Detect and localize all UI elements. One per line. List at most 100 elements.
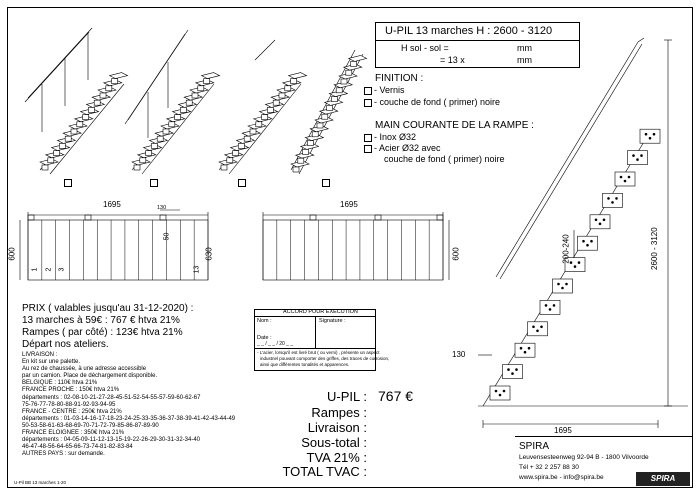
stair-step-riser: [290, 78, 297, 84]
drawing-sheet: [7, 7, 693, 488]
header-title: U-PIL 13 marches H : 2600 - 3120: [385, 25, 553, 37]
stair-perspective-3: [218, 39, 308, 175]
total-tva-label: TVA 21% :: [306, 450, 367, 465]
stair-step: [108, 72, 129, 79]
livraison-line: BELGIQUE : 110€ htva 21%: [22, 380, 98, 387]
company-phone: Tél + 32 2 257 88 30: [519, 464, 579, 471]
stair-step-riser: [105, 85, 113, 92]
side-step-bolt: [607, 197, 610, 200]
option-checkbox-2[interactable]: [150, 179, 158, 187]
stair-perspective-1: [24, 27, 129, 175]
stair-step-riser: [76, 121, 84, 128]
company-address: Leuvensesteenweg 92-94 B - 1800 Vilvoord…: [519, 454, 649, 461]
side-step-bolt: [502, 389, 506, 393]
livraison-line: FRANCE ELOIGNEE : 350€ htva 21%: [22, 430, 125, 437]
side-step: [489, 385, 511, 401]
side-step-bolt: [569, 261, 573, 264]
rampe-acier-label: - Acier Ø32 avec: [374, 143, 441, 153]
option-checkbox-1[interactable]: [64, 179, 72, 187]
side-step-bolt: [494, 389, 498, 393]
side-step-bolt: [498, 393, 502, 397]
livraison-line: 50-53-58-61-63-68-69-70-71-72-79-85-86-8…: [22, 422, 159, 429]
rampe-inox-checkbox[interactable]: [364, 134, 372, 142]
side-step-bolt: [552, 304, 556, 307]
side-width: 1695: [554, 426, 572, 435]
stair-step-riser: [316, 122, 324, 129]
option-checkbox-4[interactable]: [322, 179, 330, 187]
side-step-bolt: [598, 222, 602, 226]
accord-date-fill[interactable]: _ _ / _ _ / 20 _ _: [257, 341, 294, 347]
stair-step-riser: [156, 135, 164, 142]
stair-step-riser: [331, 96, 338, 102]
plan-left-600: 600: [7, 247, 17, 261]
stair-step-riser: [88, 107, 95, 113]
accord-col-divider: [315, 316, 316, 348]
stair-step-riser: [203, 78, 210, 84]
steps-eq: = 13 x: [440, 55, 465, 65]
livraison-line: En kit sur une palette.: [22, 359, 81, 366]
livraison-block: LIVRAISON : En kit sur une palette. Au r…: [22, 352, 235, 458]
stair-step-riser: [292, 166, 300, 173]
stair-step-riser: [307, 140, 314, 146]
stair-step-riser: [99, 92, 107, 99]
stair-step-riser: [311, 131, 319, 138]
stair-step: [347, 55, 368, 62]
rampe-acier-checkbox[interactable]: [364, 145, 372, 153]
header-divider: [375, 40, 580, 41]
stair-perspective-2: [124, 29, 221, 175]
stair-step-riser: [302, 149, 309, 155]
header-box: [375, 22, 580, 68]
livraison-line: LIVRAISON :: [22, 352, 58, 358]
side-step: [514, 342, 536, 358]
side-step-bolt: [640, 154, 643, 157]
side-step-bolt: [527, 346, 531, 350]
stair-perspective-4: [290, 49, 368, 175]
livraison-line: par un camion. Place de déchargement dis…: [22, 373, 158, 380]
side-step-bolt: [586, 243, 589, 247]
footer-ref: U-Pil BB 13 marches 1-20: [14, 480, 67, 485]
prix-line-4: Départ nos ateliers.: [22, 339, 109, 350]
side-step-bolt: [544, 304, 548, 307]
option-checkbox-3[interactable]: [238, 179, 246, 187]
accord-box: [254, 309, 376, 371]
accord-signature: Signature :: [319, 318, 346, 324]
side-step-bolt: [523, 350, 527, 354]
total-soustotal-label: Sous-total :: [301, 435, 367, 450]
stair-step-riser: [59, 143, 66, 149]
stair-step: [287, 72, 308, 79]
stair-step-riser: [345, 69, 353, 76]
stair-step-riser: [278, 92, 286, 99]
stair-step-riser: [191, 92, 199, 99]
stair-step-riser: [249, 128, 257, 135]
side-step: [577, 235, 598, 251]
side-130: 130: [452, 350, 466, 359]
stair-step-riser: [243, 135, 251, 142]
side-step-bolt: [573, 265, 577, 268]
plan-step-1: 1: [31, 267, 39, 272]
finition-vernis-checkbox[interactable]: [364, 87, 372, 95]
side-step-bolt: [602, 218, 606, 222]
stair-step-riser: [272, 99, 280, 106]
side-step-bolt: [632, 154, 635, 157]
side-step-bolt: [594, 218, 598, 222]
stair-step-riser: [70, 128, 78, 135]
company-web[interactable]: www.spira.be - info@spira.be: [519, 474, 604, 481]
side-step-bolt: [623, 179, 627, 183]
accord-title: ACCORD POUR EXECUTION: [283, 309, 358, 315]
side-step-bolt: [507, 368, 510, 371]
rampe-inox-label: - Inox Ø32: [374, 132, 417, 142]
company-divider: [515, 436, 693, 437]
side-step-bolt: [540, 325, 543, 329]
plan-left-width: 1695: [103, 200, 121, 209]
livraison-line: départements : 02-08-10-21-27-28-45-51-5…: [22, 394, 201, 401]
finition-vernis-label: - Vernis: [374, 85, 405, 95]
livraison-line: 75-76-77-78-80-88-91-92-93-94-95: [22, 401, 116, 408]
total-tvac-label: TOTAL TVAC :: [282, 464, 367, 479]
finition-primer-checkbox[interactable]: [364, 99, 372, 107]
stair-step-riser: [267, 107, 274, 113]
side-step: [539, 300, 561, 315]
side-step: [552, 278, 573, 294]
side-step-bolt: [557, 282, 560, 286]
plan-right-width: 1695: [340, 200, 358, 209]
side-step-bolt: [536, 329, 539, 333]
